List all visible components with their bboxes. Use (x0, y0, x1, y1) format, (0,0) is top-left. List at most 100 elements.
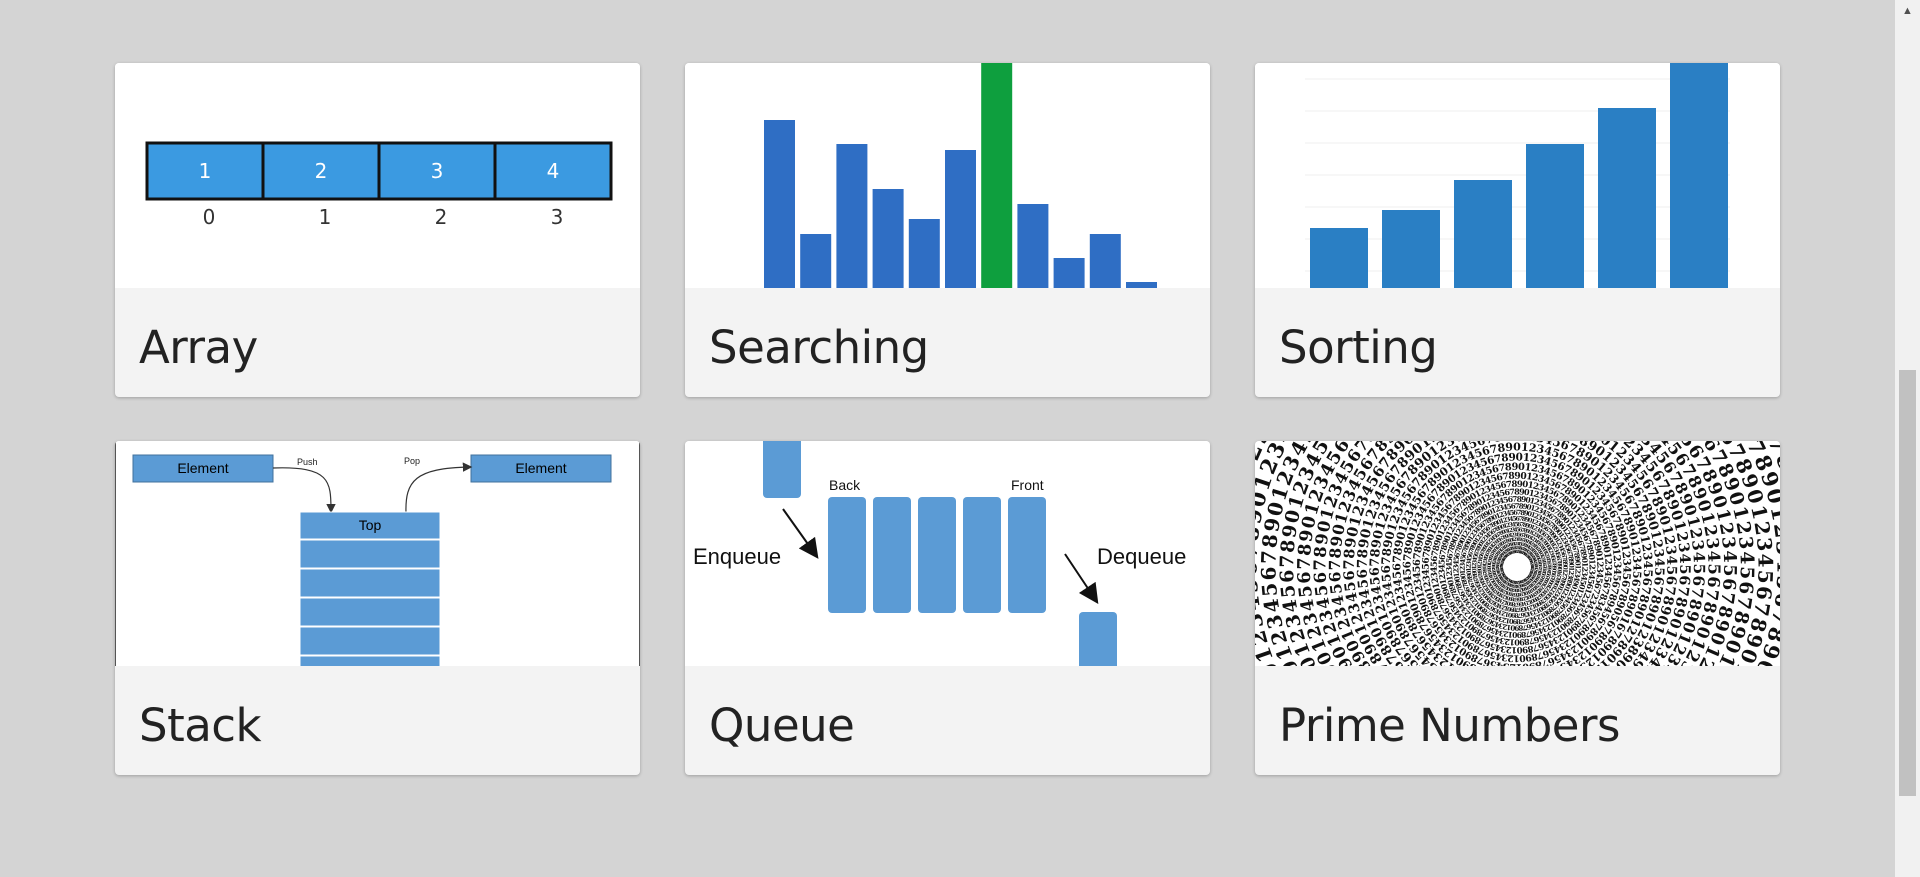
spiral-digit: 0 (1484, 542, 1491, 549)
spiral-digit: 8 (1514, 611, 1518, 618)
spiral-digit: 5 (1499, 581, 1505, 588)
spiral-digit: 0 (1472, 608, 1482, 618)
spiral-digit: 7 (1487, 523, 1494, 531)
spiral-digit: 8 (1467, 660, 1479, 666)
spiral-digit: 0 (1487, 563, 1493, 567)
search-bar (1126, 282, 1157, 288)
spiral-digit: 8 (1565, 576, 1574, 583)
spiral-digit: 4 (1493, 634, 1501, 645)
spiral-digit: 1 (1332, 510, 1352, 525)
spiral-digit: 8 (1447, 543, 1457, 551)
spiral-digit: 4 (1601, 604, 1614, 615)
spiral-digit: 9 (1426, 596, 1439, 606)
spiral-digit: 8 (1542, 601, 1550, 609)
spiral-digit: 2 (1559, 535, 1568, 543)
spiral-digit: 9 (1380, 538, 1395, 549)
spiral-digit: 9 (1558, 580, 1566, 586)
spiral-digit: 3 (1515, 580, 1518, 585)
spiral-digit: 0 (1466, 569, 1474, 575)
spiral-digit: 2 (1555, 540, 1563, 547)
spiral-digit: 2 (1530, 536, 1536, 543)
spiral-digit: 3 (1517, 587, 1521, 593)
spiral-digit: 5 (1474, 580, 1482, 587)
spiral-digit: 3 (1771, 540, 1780, 556)
card-queue[interactable]: Enqueue Back Front Dequeue Queue (685, 441, 1210, 775)
spiral-digit: 9 (1603, 598, 1616, 609)
spiral-digit: 0 (1526, 539, 1532, 546)
spiral-digit: 5 (1484, 553, 1491, 559)
spiral-digit: 0 (1482, 565, 1488, 569)
card-stack[interactable]: Element Element Push Pop Top Stack (115, 441, 640, 775)
searching-illustration (685, 63, 1210, 288)
spiral-digit: 6 (1479, 520, 1488, 529)
spiral-digit: 3 (1529, 580, 1535, 587)
spiral-digit: 9 (1464, 494, 1475, 506)
spiral-digit: 3 (1533, 532, 1540, 539)
spiral-digit: 0 (1536, 605, 1544, 614)
spiral-digit: 7 (1480, 549, 1487, 555)
spiral-digit: 7 (1518, 516, 1523, 523)
spiral-digit: 3 (1392, 585, 1406, 595)
card-prime-numbers[interactable]: 0123456789012345678901234567890123456789… (1255, 441, 1780, 775)
spiral-digit: 7 (1468, 548, 1476, 554)
spiral-digit: 6 (1770, 591, 1780, 609)
scroll-thumb[interactable] (1899, 370, 1916, 796)
spiral-digit: 5 (1469, 519, 1479, 529)
vertical-scrollbar[interactable]: ▲ (1895, 0, 1920, 877)
spiral-digit: 0 (1565, 508, 1576, 519)
spiral-digit: 4 (1594, 572, 1605, 579)
spiral-digit: 3 (1530, 563, 1535, 567)
spiral-digit: 9 (1466, 573, 1474, 579)
spiral-digit: 4 (1542, 466, 1552, 479)
spiral-digit: 4 (1451, 607, 1463, 618)
spiral-digit: 5 (1541, 638, 1550, 649)
scroll-up-arrow-icon[interactable]: ▲ (1902, 5, 1913, 17)
spiral-digit: 3 (1430, 572, 1441, 579)
spiral-digit: 1 (1574, 565, 1583, 570)
card-searching[interactable]: Searching (685, 63, 1210, 397)
spiral-digit: 1 (1436, 528, 1448, 538)
spiral-digit: 1 (1507, 630, 1513, 639)
spiral-digit: 8 (1510, 595, 1515, 601)
spiral-digit: 0 (1507, 611, 1513, 619)
spiral-digit: 6 (1570, 544, 1580, 552)
spiral-digit: 2 (1439, 523, 1451, 533)
spiral-digit: 7 (1482, 615, 1491, 625)
spiral-digit: 5 (1598, 609, 1611, 620)
spiral-digit: 2 (1533, 568, 1538, 572)
spiral-digit: 9 (1579, 553, 1589, 560)
spiral-digit: 8 (1552, 608, 1562, 618)
spiral-digit: 8 (1558, 611, 1568, 621)
spiral-digit: 5 (1470, 584, 1478, 591)
card-sorting[interactable]: Sorting (1255, 63, 1780, 397)
spiral-digit: 1 (1525, 575, 1531, 581)
spiral-digit: 2 (1451, 568, 1460, 574)
spiral-digit: 3 (1544, 554, 1551, 560)
spiral-digit: 8 (1612, 522, 1626, 533)
spiral-digit: 7 (1485, 549, 1492, 555)
spiral-digit: 8 (1391, 546, 1405, 556)
spiral-digit: 4 (1549, 554, 1556, 560)
spiral-digit: 0 (1526, 510, 1533, 519)
spiral-digit: 4 (1641, 560, 1655, 569)
spiral-digit: 2 (1505, 581, 1510, 587)
spiral-digit: 0 (1534, 555, 1541, 560)
spiral-digit: 7 (1609, 515, 1623, 527)
spiral-digit: 9 (1475, 610, 1484, 620)
spiral-digit: 4 (1279, 598, 1303, 615)
spiral-digit: 3 (1500, 643, 1508, 654)
spiral-digit: 5 (1438, 616, 1451, 628)
spiral-digit: 6 (1510, 501, 1516, 510)
spiral-digit: 9 (1447, 583, 1457, 591)
spiral-digit: 3 (1496, 558, 1502, 563)
spiral-digit: 0 (1577, 583, 1587, 591)
spiral-digit: 8 (1467, 576, 1475, 582)
spiral-digit: 6 (1586, 612, 1599, 623)
spiral-digit: 6 (1594, 615, 1607, 627)
spiral-digit: 1 (1516, 549, 1519, 554)
spiral-digit: 2 (1501, 598, 1507, 605)
spiral-digit: 0 (1527, 523, 1533, 531)
spiral-digit: 5 (1391, 571, 1404, 580)
spiral-digit: 6 (1367, 567, 1382, 576)
